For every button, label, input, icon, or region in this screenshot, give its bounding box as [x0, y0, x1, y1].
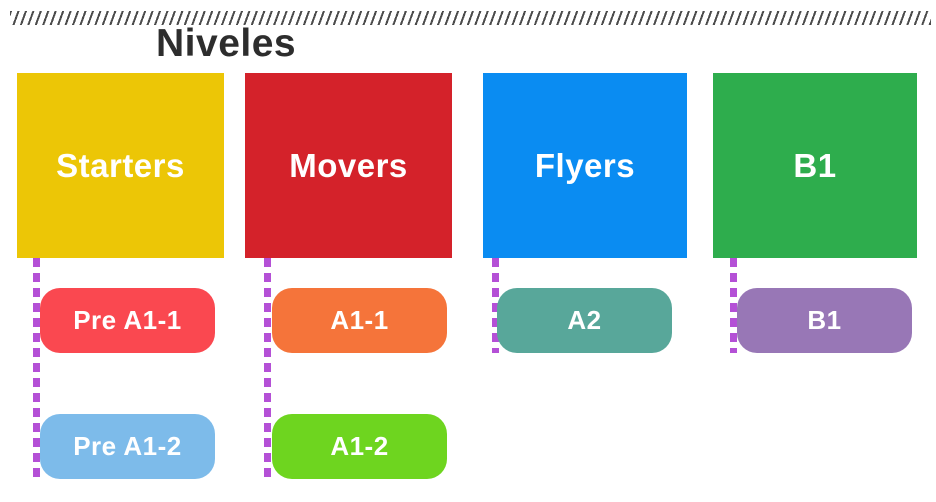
- sublevel-pill-pre-a1-1: Pre A1-1: [40, 288, 215, 353]
- sublevel-pill-label: A1-1: [330, 305, 389, 335]
- sublevel-pill-label: A1-2: [330, 431, 389, 461]
- dashed-connector: [264, 258, 271, 482]
- dashed-connector: [33, 258, 40, 482]
- sublevel-pill-a2: A2: [497, 288, 672, 353]
- sublevel-pill-label: B1: [807, 305, 842, 335]
- level-card-starters: Starters: [17, 73, 224, 258]
- sublevel-pill-label: Pre A1-2: [73, 431, 182, 461]
- sublevel-pill-pre-a1-2: Pre A1-2: [40, 414, 215, 479]
- level-card-flyers: Flyers: [483, 73, 687, 258]
- hatch-divider: [10, 11, 931, 25]
- sublevel-pill-b1: B1: [737, 288, 912, 353]
- dashed-connector: [730, 258, 737, 353]
- sublevel-pill-label: A2: [567, 305, 602, 335]
- sublevel-pill-label: Pre A1-1: [73, 305, 182, 335]
- level-card-b1: B1: [713, 73, 917, 258]
- page-title: Niveles: [156, 22, 297, 65]
- sublevel-pill-a1-2: A1-2: [272, 414, 447, 479]
- sublevel-pill-a1-1: A1-1: [272, 288, 447, 353]
- dashed-connector: [492, 258, 499, 353]
- level-card-movers: Movers: [245, 73, 452, 258]
- level-card-label: B1: [793, 146, 837, 184]
- level-card-label: Flyers: [534, 146, 636, 184]
- level-card-label: Starters: [56, 146, 185, 184]
- level-card-label: Movers: [289, 146, 408, 184]
